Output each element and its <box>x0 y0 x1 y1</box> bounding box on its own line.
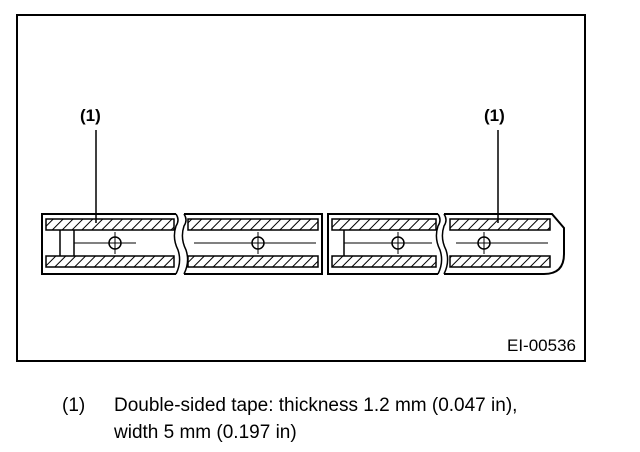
legend-number: (1) <box>62 395 86 416</box>
tape-strip-top <box>331 218 437 231</box>
tape-strip-bottom <box>449 255 551 268</box>
molding-segment-1 <box>41 213 181 275</box>
molding-cross-section-diagram <box>41 130 565 275</box>
molding-segment-3 <box>327 213 443 275</box>
tape-strip-top <box>449 218 551 231</box>
tape-strip-top <box>187 218 319 231</box>
legend-line-2: width 5 mm (0.197 in) <box>114 422 297 443</box>
tape-strip-bottom <box>45 255 175 268</box>
callout-label-left: (1) <box>80 106 101 125</box>
callout-label-right: (1) <box>484 106 505 125</box>
tape-strip-top <box>45 218 175 231</box>
figure-code: EI-00536 <box>507 336 576 355</box>
molding-segment-2 <box>181 213 323 275</box>
legend-line-1: Double-sided tape: thickness 1.2 mm (0.0… <box>114 395 518 416</box>
tape-strip-bottom <box>187 255 319 268</box>
legend-text: Double-sided tape: thickness 1.2 mm (0.0… <box>114 392 634 446</box>
tape-strip-bottom <box>331 255 437 268</box>
molding-segment-4 <box>441 213 565 275</box>
diagram-frame: (1) (1) EI-00536 <box>16 14 586 362</box>
